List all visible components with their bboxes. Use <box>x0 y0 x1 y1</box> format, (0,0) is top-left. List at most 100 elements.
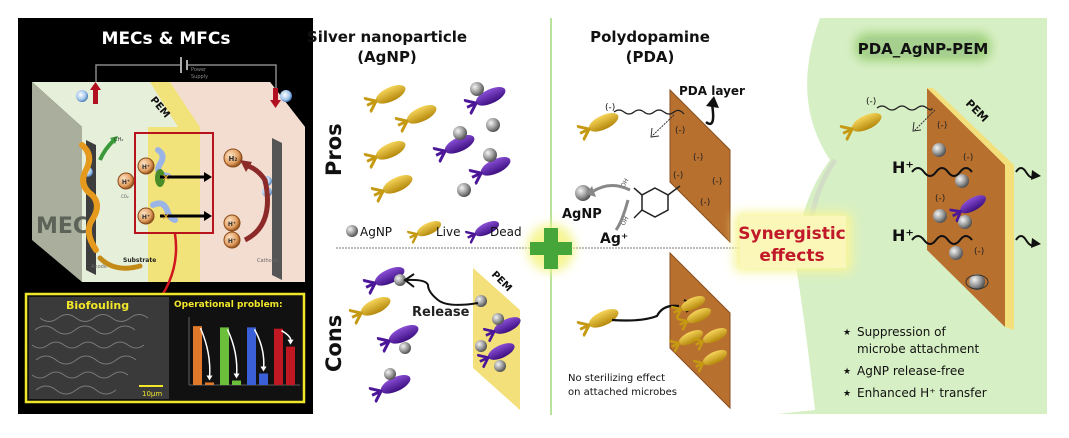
agnp-particle-icon <box>949 246 963 260</box>
reduction-arrow <box>591 184 631 194</box>
pda-title-line1: Polydopamine <box>590 28 710 46</box>
panel-mec-title: MECs & MFCs <box>102 29 231 49</box>
svg-text:H⁺: H⁺ <box>142 214 150 221</box>
repulsion-wave <box>876 105 933 111</box>
agnp-particle-icon <box>453 126 467 140</box>
pda-layer-pointer <box>705 103 715 126</box>
inset-decline-arrow <box>199 327 211 379</box>
pda-layer <box>669 88 731 244</box>
proton-transfer-wave <box>911 167 973 177</box>
co2-label: CO₂ <box>121 194 129 199</box>
inset-bar-before <box>220 327 229 385</box>
repulsion-arrow <box>914 109 936 131</box>
blocked-icon: ✕ <box>162 212 170 223</box>
blocked-icon: ✕ <box>162 173 170 184</box>
agnp-label: AgNP <box>562 207 602 222</box>
live-microbe-icon <box>393 99 441 134</box>
live-microbe-icon <box>347 291 395 326</box>
sem-image <box>29 297 169 399</box>
plus-icon <box>527 224 575 272</box>
inset-decline-arrow <box>226 329 238 377</box>
svg-text:H⁺: H⁺ <box>142 164 150 171</box>
power-supply-label-2: Supply <box>191 74 208 80</box>
legend: AgNP Live Dead <box>346 216 522 245</box>
repulsion-arrow <box>651 114 675 137</box>
pda-charge-label: (-) <box>675 126 685 136</box>
microbe-charge-label: (-) <box>605 103 615 113</box>
agnp-particle-icon <box>955 174 969 188</box>
benefits-list: ★ Suppression of microbe attachment ★ Ag… <box>843 325 987 400</box>
svg-text:(-): (-) <box>673 171 683 181</box>
microbe-charge-label: (-) <box>866 97 876 107</box>
agnp-particle-icon <box>969 274 985 290</box>
benefit-2: AgNP release-free <box>857 364 965 378</box>
inset-bar-before <box>193 326 202 385</box>
legend-agnp-icon <box>346 225 358 237</box>
inset-bar-after <box>232 380 241 385</box>
pda-layer-label: PDA layer <box>679 84 745 98</box>
agnp-particle-icon <box>494 360 506 372</box>
panel-mec: MECs & MFCs Power Supply MEC PEM Anode C… <box>18 18 313 414</box>
repulsion-wave <box>613 109 685 115</box>
agnp-particle-icon <box>933 209 947 223</box>
power-supply-label: Power <box>191 67 207 73</box>
benefit-3: Enhanced H⁺ transfer <box>857 386 987 400</box>
benefit-1-line1: Suppression of <box>857 325 946 339</box>
proton-label: H⁺ <box>892 226 914 245</box>
agnp-particle-icon <box>492 313 504 325</box>
hydroxyl-label: OH <box>620 178 631 189</box>
pem-layer <box>927 88 1014 330</box>
svg-text:OH: OH <box>620 216 631 227</box>
inset-decline-arrowhead <box>233 373 240 379</box>
agnp-title-line1: Silver nanoparticle <box>307 28 467 46</box>
biofouled-pem-highlight <box>134 132 214 234</box>
cons-caption-line2: on attached microbes <box>568 387 677 398</box>
proton-transfer-wave <box>911 235 973 245</box>
benefit-bullet-icon: ★ <box>843 367 851 377</box>
ag-ion-label: Ag⁺ <box>600 231 628 247</box>
agnp-particle-icon <box>958 215 972 229</box>
agnp-particle-icon <box>932 143 946 157</box>
inset-bar-before <box>274 328 283 385</box>
result-title: PDA_AgNP-PEM <box>858 40 989 58</box>
cathode-label: Cathode <box>257 258 278 264</box>
synergy-label: Synergistic effects <box>734 212 852 272</box>
agnp-particle-icon <box>575 185 591 201</box>
panel-pda: Polydopamine (PDA) PDA layer (-) (-) (-)… <box>562 28 745 410</box>
legend-live-label: Live <box>436 225 461 239</box>
cathode-return-arrow <box>243 162 270 243</box>
legend-dead-label: Dead <box>490 225 522 239</box>
synergy-text-line1: Synergistic <box>738 224 846 244</box>
biofouling-label: Biofouling <box>66 299 129 312</box>
inset-bar-after <box>286 346 295 385</box>
agnp-particle-icon <box>399 342 411 354</box>
substrate-label: Substrate <box>123 257 156 264</box>
svg-text:(-): (-) <box>963 153 973 163</box>
live-microbe-icon <box>362 135 410 170</box>
benefit-bullet-icon: ★ <box>843 328 851 338</box>
mec-cell-box: MEC PEM <box>32 82 305 282</box>
pros-label: Pros <box>322 123 346 176</box>
svg-text:H⁺: H⁺ <box>228 238 236 245</box>
panel-agnp: Silver nanoparticle (AgNP) Pros Cons AgN… <box>307 28 740 410</box>
inset-bar-after <box>205 382 214 385</box>
live-microbe-icon <box>362 79 410 114</box>
svg-text:(-): (-) <box>693 153 703 163</box>
live-microbe-icon <box>369 169 417 204</box>
electron-flow-up-icon <box>93 86 98 104</box>
svg-text:(-): (-) <box>700 198 710 208</box>
live-microbe-icon <box>575 107 623 142</box>
proton-icons: H⁺ CO₂ H⁺ H⁺ H⁺ H⁺ H₂ <box>117 148 243 249</box>
agnp-particle-icon <box>475 340 487 352</box>
agnp-particle-icon <box>470 82 484 96</box>
electron-icon <box>76 90 88 102</box>
release-arrow <box>405 278 479 306</box>
agnp-particle-icon <box>486 118 500 132</box>
synergy-arrow-shape <box>777 18 830 414</box>
electron-flow-down-icon <box>273 88 278 104</box>
svg-text:(-): (-) <box>712 177 722 187</box>
agnp-title-line2: (AgNP) <box>357 48 417 66</box>
sem-texture <box>31 314 149 395</box>
ch4-arrow <box>98 138 116 161</box>
